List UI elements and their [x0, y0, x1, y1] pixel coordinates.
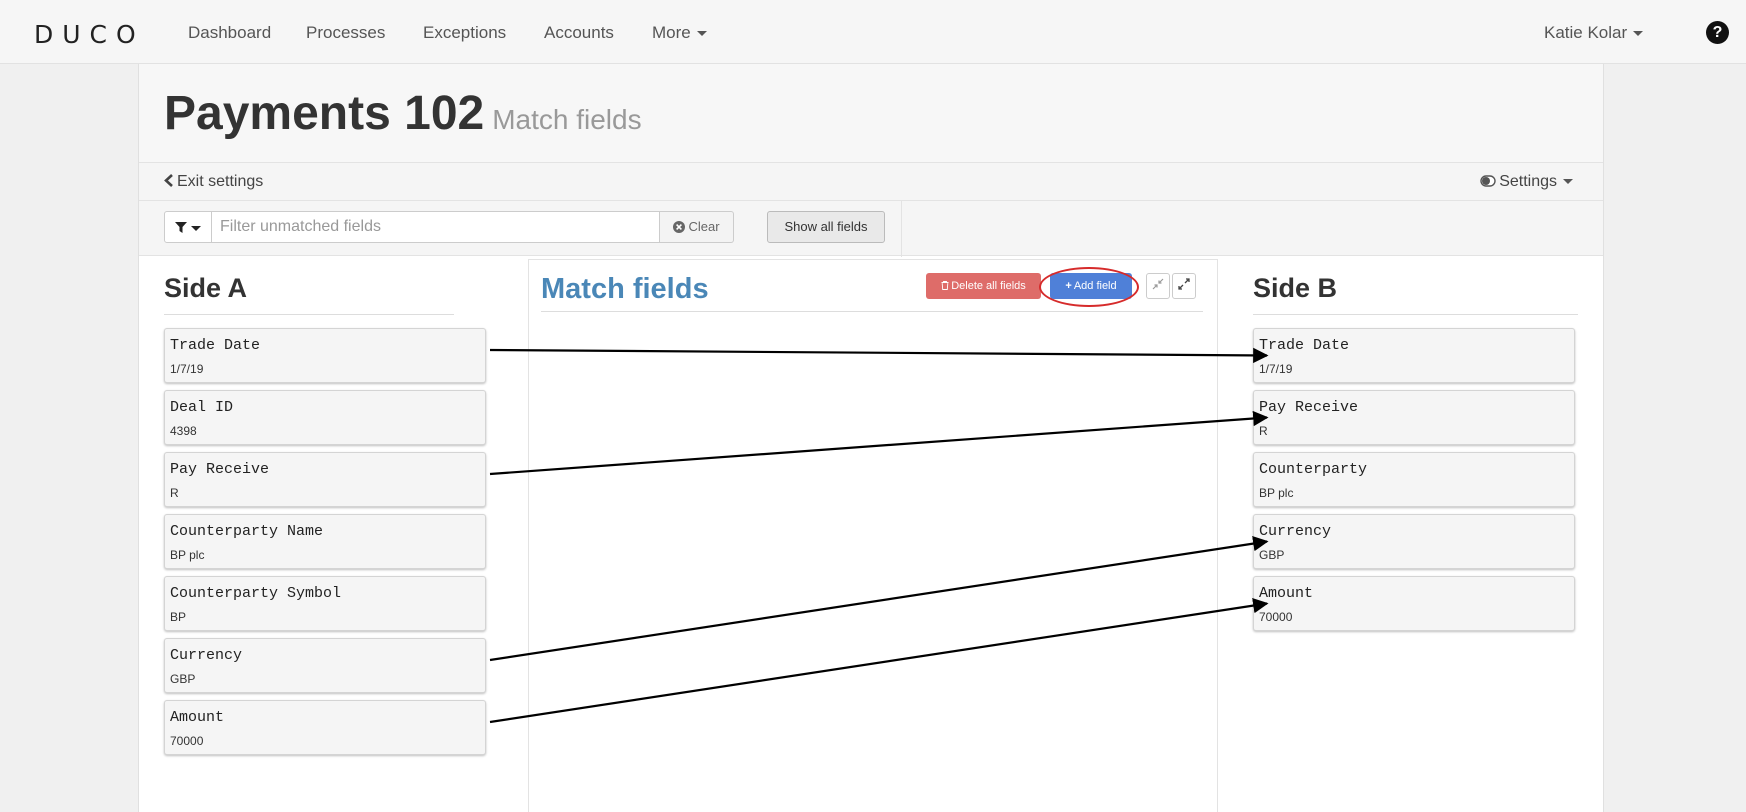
- side-b-field[interactable]: Trade Date 1/7/19: [1253, 328, 1575, 383]
- field-name: Deal ID: [170, 399, 234, 416]
- settings-label: Settings: [1499, 173, 1557, 190]
- match-fields-panel: Match fields Delete all fields +Add fiel…: [528, 259, 1218, 812]
- nav-processes[interactable]: Processes: [306, 23, 386, 42]
- field-name: Pay Receive: [1259, 399, 1359, 416]
- field-value: 70000: [1259, 610, 1293, 624]
- side-b-heading: Side B: [1253, 273, 1338, 303]
- field-name: Pay Receive: [170, 461, 270, 478]
- field-value: 1/7/19: [170, 362, 204, 376]
- caret-down-icon: [191, 225, 201, 231]
- divider: [164, 314, 454, 315]
- filter-icon: [175, 222, 187, 233]
- top-navbar: DUCO Dashboard Processes Exceptions Acco…: [0, 0, 1746, 64]
- divider: [901, 201, 902, 257]
- arrow-layer: [489, 347, 1269, 724]
- caret-down-icon: [1563, 179, 1573, 185]
- side-a-field[interactable]: Trade Date 1/7/19: [164, 328, 486, 383]
- nav-more-label: More: [652, 23, 691, 42]
- caret-down-icon: [696, 31, 707, 37]
- field-name: Trade Date: [1259, 337, 1350, 354]
- filter-input[interactable]: [212, 211, 660, 243]
- mapping-arrow: [489, 535, 1269, 662]
- field-value: GBP: [1259, 548, 1285, 562]
- nav-accounts[interactable]: Accounts: [544, 23, 614, 42]
- field-name: Counterparty Symbol: [170, 585, 342, 602]
- mapping-arrow: [489, 597, 1269, 724]
- match-fields-heading: Match fields: [541, 273, 709, 305]
- delete-all-label: Delete all fields: [951, 280, 1026, 292]
- trash-icon: [941, 281, 949, 290]
- field-value: R: [170, 486, 179, 500]
- side-a-field[interactable]: Counterparty Symbol BP: [164, 576, 486, 631]
- side-b-field[interactable]: Pay Receive R: [1253, 390, 1575, 445]
- side-a-field[interactable]: Pay Receive R: [164, 452, 486, 507]
- settings-dropdown[interactable]: Settings: [1480, 173, 1573, 191]
- field-value: 4398: [170, 424, 197, 438]
- side-a-field[interactable]: Deal ID 4398: [164, 390, 486, 445]
- user-name: Katie Kolar: [1544, 23, 1628, 42]
- field-value: 1/7/19: [1259, 362, 1293, 376]
- caret-down-icon: [1633, 31, 1644, 37]
- clear-circle-icon: [673, 221, 686, 233]
- side-a-heading: Side A: [164, 273, 248, 303]
- show-all-fields-button[interactable]: Show all fields: [767, 211, 885, 243]
- expand-icon: [1178, 278, 1190, 290]
- help-icon[interactable]: ?: [1706, 21, 1729, 44]
- field-value: 70000: [170, 734, 204, 748]
- toggle-icon: [1480, 175, 1496, 187]
- field-name: Counterparty: [1259, 461, 1368, 478]
- side-b-field[interactable]: Counterparty BP plc: [1253, 452, 1575, 507]
- duco-logo[interactable]: DUCO: [34, 20, 145, 49]
- field-value: BP plc: [1259, 486, 1294, 500]
- side-b-field[interactable]: Amount 70000: [1253, 576, 1575, 631]
- side-a-field[interactable]: Counterparty Name BP plc: [164, 514, 486, 569]
- clear-button[interactable]: Clear: [660, 211, 734, 243]
- field-name: Amount: [170, 709, 225, 726]
- divider: [1253, 314, 1578, 315]
- settings-bar: Exit settings Settings Clear Show all fi…: [139, 162, 1603, 257]
- nav-more[interactable]: More: [652, 23, 707, 43]
- field-value: BP: [170, 610, 187, 624]
- expand-button[interactable]: [1172, 273, 1196, 299]
- side-a-field[interactable]: Currency GBP: [164, 638, 486, 693]
- delete-all-fields-button[interactable]: Delete all fields: [926, 273, 1041, 299]
- nav-exceptions[interactable]: Exceptions: [423, 23, 507, 42]
- divider: [541, 311, 1203, 312]
- exit-settings-link[interactable]: Exit settings: [164, 173, 263, 191]
- side-a-field[interactable]: Amount 70000: [164, 700, 486, 755]
- nav-dashboard[interactable]: Dashboard: [188, 23, 272, 42]
- mapping-arrow: [489, 410, 1269, 476]
- page-subtitle: Match fields: [492, 104, 642, 135]
- side-b-field[interactable]: Currency GBP: [1253, 514, 1575, 569]
- mapping-arrow: [489, 347, 1269, 364]
- divider: [139, 200, 1603, 201]
- exit-settings-label: Exit settings: [177, 173, 264, 190]
- field-value: GBP: [170, 672, 196, 686]
- field-name: Currency: [1259, 523, 1332, 540]
- page-title-text: Payments 102: [164, 87, 485, 140]
- highlight-annotation: [1039, 267, 1139, 307]
- field-name: Counterparty Name: [170, 523, 324, 540]
- collapse-icon: [1152, 278, 1164, 290]
- collapse-button[interactable]: [1146, 273, 1170, 299]
- clear-label: Clear: [688, 219, 720, 234]
- field-name: Amount: [1259, 585, 1314, 602]
- filter-group: Clear: [164, 211, 734, 243]
- field-name: Trade Date: [170, 337, 261, 354]
- field-name: Currency: [170, 647, 243, 664]
- user-menu[interactable]: Katie Kolar: [1544, 23, 1644, 43]
- filter-dropdown-button[interactable]: [164, 211, 212, 243]
- field-value: R: [1259, 424, 1268, 438]
- field-value: BP plc: [170, 548, 205, 562]
- chevron-left-icon: [164, 174, 173, 187]
